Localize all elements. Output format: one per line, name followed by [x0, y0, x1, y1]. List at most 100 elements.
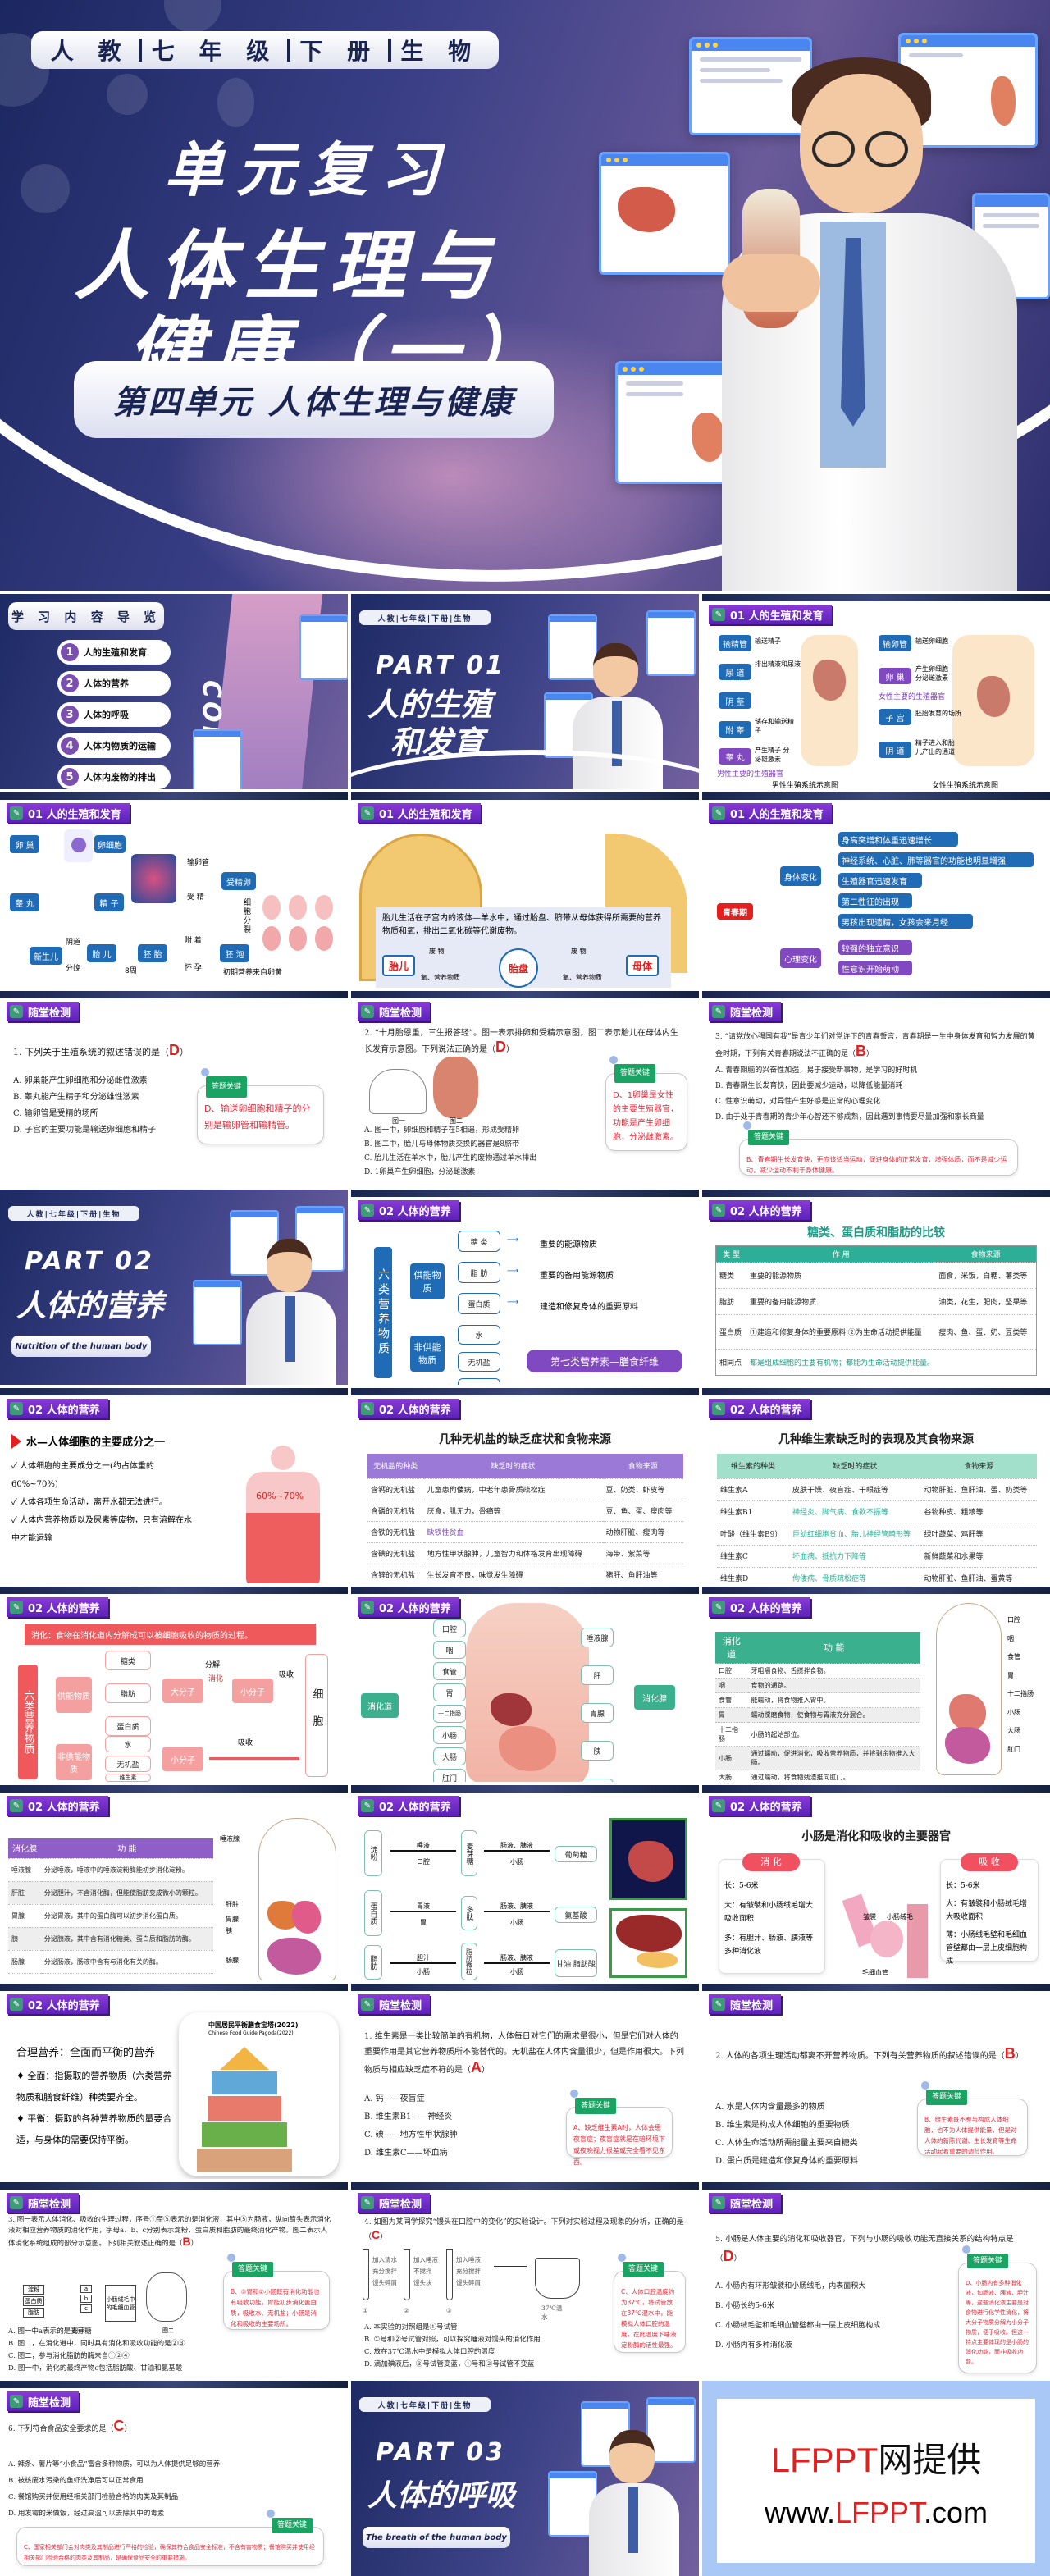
slide-balanced-nutrition[interactable]: ✎02 人体的营养 合理营养：全面而平衡的营养 ♦ 全面：指摄取的营养物质（六类… [0, 1984, 348, 2179]
option-d: D. 滴加碘液后，③号试管变蓝，①号和②号试管不变蓝 [364, 2360, 535, 2368]
contents-item-label: 人的生殖和发育 [84, 647, 147, 658]
slide-quiz-3[interactable]: ✎随堂检测 3. “请党放心强国有我”是青少年们对党许下的青春誓言，青春期是一生… [702, 991, 1050, 1186]
credit-website-link[interactable]: www.LFPPT.com [764, 2495, 988, 2529]
option-a: A. 图一中，卵细胞和精子在5相遇，形成受精卵 [364, 1126, 519, 1135]
slide-tract-table[interactable]: ✎02 人体的营养 消化道功 能 口腔牙咀嚼食物、舌搅拌食物。 咽食物的通路。 … [702, 1587, 1050, 1782]
stomach-icon [692, 413, 724, 462]
nutrient-item: 水 [105, 1736, 151, 1752]
bullet-item: ✓ 人体细胞的主要成分之一(约占体重的60%~70%) [11, 1462, 154, 1489]
option-c: C. 输卵管是受精的场所 [13, 1109, 98, 1118]
oxygen-label: 氧、营养物质 [421, 974, 460, 981]
slide-quiz-n1[interactable]: ✎随堂检测 1. 维生素是一类比较简单的有机物，人体每日对它们的需求量很小，但是… [351, 1984, 699, 2179]
nutrient-item: 水 [458, 1325, 500, 1345]
option-a: A. 图一中a表示的是麦芽糖 [8, 2327, 92, 2336]
slide-water[interactable]: ✎02 人体的营养 水—人体细胞的主要成分之一 ✓ 人体细胞的主要成分之一(约占… [0, 1388, 348, 1583]
slide-gland-table[interactable]: ✎02 人体的营养 消化腺功 能 唾液腺分泌唾液，唾液中的唾液淀粉酶能初步消化淀… [0, 1785, 348, 1980]
slide-part01[interactable]: 人教|七年级|下册|生物 PART 01 人的生殖和发育 [351, 594, 699, 789]
slide-quiz-2[interactable]: ✎随堂检测 2. “十月胎恩重，三生报答轻”。图一表示排卵和受精示意图，图二表示… [351, 991, 699, 1186]
slide-puberty[interactable]: ✎01 人的生殖和发育 青春期 身体变化 身高突增和体重迅速增长 神经系统、心脏… [702, 792, 1050, 988]
process-mid: 麦芽糖 [461, 1830, 477, 1876]
digest-point: 大：有皱襞和小肠绒毛增大吸收面积 [724, 1902, 814, 1923]
body-change-item: 神经系统、心脏、肺等器官的功能也明显增强 [838, 852, 1034, 867]
option-d: D. 蛋白质是建造和修复身体的重要原料 [715, 2157, 859, 2166]
root-node: 六类营养物质 [18, 1665, 38, 1779]
organ-labels: 口腔咽食管胃十二指肠小肠大肠肛门 [1007, 1616, 1034, 1753]
flow-edge: 8周 [125, 967, 137, 975]
answer-key-text: D、输送卵细胞和精子的分别是输卵管和输精管。 [204, 1103, 311, 1130]
runner-icon: ✎ [712, 1005, 725, 1018]
section-header-label: 01 人的生殖和发育 [379, 808, 472, 821]
slide-quiz-1[interactable]: ✎随堂检测 1. 下列关于生殖系统的叙述错误的是（D） A. 卵巢能产生卵细胞和… [0, 991, 348, 1186]
section-header-label: 随堂检测 [28, 1007, 71, 1020]
option-d: D. 用发霉的米做饭，经过高温可以去除其中的毒素 [8, 2510, 165, 2518]
slide-reproductive-organs[interactable]: ✎01 人的生殖和发育 输精管 输送精子 尿 道 排出精液和尿液 阴 茎 附 睾… [702, 594, 1050, 789]
flow-node: 胚 胎 [138, 944, 167, 962]
number-badge: 5 [61, 768, 79, 786]
slide-comparison-table[interactable]: ✎02 人体的营养 糖类、蛋白质和脂肪的比较 类 型作 用食物来源 糖类重要的能… [702, 1190, 1050, 1385]
slide-quiz-n4[interactable]: ✎随堂检测 4. 如图为某同学探究“馒头在口腔中的变化”的实验设计。下列对实验过… [351, 2182, 699, 2377]
figure-2-caption: 图二 [450, 1117, 463, 1125]
option-b: B. 维生素是构成人体细胞的重要物质 [715, 2121, 850, 2130]
slide-quiz-n3[interactable]: ✎随堂检测 3. 图一表示人体消化、吸收的生理过程，序号①至⑤表示的是消化液，其… [0, 2182, 348, 2377]
slide-part02[interactable]: 人教|七年级|下册|生物 PART 02 人体的营养 Nutrition of … [0, 1190, 348, 1385]
male-diagram-caption: 男性生殖系统示意图 [772, 782, 839, 789]
floating-window-decoration [193, 1280, 242, 1345]
pagoda-tier [212, 2071, 277, 2094]
organ-function: 储存和输送精子 [755, 718, 794, 734]
answer-key-label: 答题关键 [266, 2510, 313, 2533]
table-row: 叶酸（维生素B9）巨幼红细胞贫血、胎儿神经管畸形等绿叶蔬菜、鸡肝等 [717, 1523, 1037, 1546]
slide-small-intestine[interactable]: ✎02 人体的营养 小肠是消化和吸收的主要器官 消 化 长：5-6米 大：有皱襞… [702, 1785, 1050, 1980]
course-tagline: 人教|七年级|下册|生物 [359, 2397, 491, 2412]
table-row: 肠腺分泌肠液，肠液中含有与消化有关的酶。 [8, 1950, 213, 1974]
placenta-text: 胎儿生活在子宫内的液体—羊水中，通过胎盘、脐带从母体获得所需要的营养物质和氧，排… [382, 914, 661, 936]
slide-fertilization[interactable]: ✎01 人的生殖和发育 卵 巢 卵细胞 输卵管 受精卵 受 精 睾 丸 精 子 … [0, 792, 348, 988]
slide-quiz-n6[interactable]: ✎随堂检测 6. 下列符合食品安全要求的是（C） A. 辣条、薯片等“小食品”富… [0, 2381, 348, 2576]
nutrient-desc: 建造和修复身体的重要原料 [540, 1303, 638, 1312]
small-molecule: 小分子 [232, 1679, 273, 1703]
slide-part03[interactable]: 人教|七年级|下册|生物 PART 03 人体的呼吸 The breath of… [351, 2381, 699, 2576]
slide-digestion-flow[interactable]: ✎02 人体的营养 消化：食物在消化道内分解成可以被细胞吸收的物质的过程。 六类… [0, 1587, 348, 1782]
slide-lfppt-credit[interactable]: LFPPT网提供 www.LFPPT.com [702, 2381, 1050, 2576]
slide-quiz-n2[interactable]: ✎随堂检测 2. 人体的各项生理活动都离不开营养物质。下列有关营养物质的叙述错误… [702, 1984, 1050, 2179]
section-header: ✎02 人体的营养 [709, 1796, 810, 1816]
slide-minerals-table[interactable]: ✎02 人体的营养 几种无机盐的缺乏症状和食物来源 无机盐的种类缺乏时的症状食物… [351, 1388, 699, 1583]
tract-list: 口腔 咽 食管 胃 十二指肠 小肠 大肠 肛门 [433, 1619, 466, 1782]
question-text: 3. “请党放心强国有我”是青少年们对党许下的青春誓言，青春期是一生中身体发育和… [715, 1033, 1035, 1059]
molecule-decoration [107, 74, 148, 115]
fertilization-image [131, 854, 176, 903]
gland-node: 消化腺 [634, 1685, 675, 1710]
answer-key-label: 答题关键 [226, 2254, 274, 2277]
section-header: ✎随堂检测 [7, 2391, 80, 2411]
mind-change-item: 性意识开始萌动 [838, 961, 912, 975]
question-text: 1. 下列关于生殖系统的叙述错误的是（D） [13, 1042, 189, 1058]
organ-label: 尿 道 [719, 664, 751, 680]
course-tagline: 人 教 七 年 级 下 册 生 物 [31, 31, 499, 69]
flow-node: 胚 泡 [220, 944, 249, 962]
slide-digestion-process[interactable]: ✎02 人体的营养 淀粉 唾液 口腔 麦芽糖 肠液、胰液 小肠 葡萄糖 蛋白质 … [351, 1785, 699, 1980]
slide-six-nutrients[interactable]: ✎02 人体的营养 六类营养物质 供能物质 非供能物质 糖 类 ⟶ 重要的能源物… [351, 1190, 699, 1385]
section-header: ✎02 人体的营养 [358, 1796, 459, 1816]
pen-icon: ✎ [10, 1601, 23, 1614]
nutrient-item: 维生素 [105, 1774, 151, 1782]
slide-vitamins-table[interactable]: ✎02 人体的营养 几种维生素缺乏时的表现及其食物来源 维生素的种类缺乏时的症状… [702, 1388, 1050, 1583]
location-label: 小肠 [510, 1858, 523, 1866]
section-header: ✎02 人体的营养 [7, 1994, 108, 2014]
slide-digestive-system[interactable]: ✎02 人体的营养 消化道 口腔 咽 食管 胃 十二指肠 小肠 大肠 肛门 唾液… [351, 1587, 699, 1782]
slide-placenta[interactable]: ✎01 人的生殖和发育 胎儿生活在子宫内的液体—羊水中，通过胎盘、脐带从母体获得… [351, 792, 699, 988]
decompose-label: 分解 [205, 1661, 221, 1669]
table-row: 小肠通过蠕动，促进消化，吸收营养物质，并将剩余物推入大肠。 [715, 1746, 920, 1770]
flow-node: 卵 巢 [10, 835, 39, 853]
enzyme-label: 胃液 [390, 1902, 456, 1912]
part-title: 人的生殖和发育 [368, 686, 492, 761]
doctor-avatar [230, 1222, 348, 1385]
slide-quiz-n5[interactable]: ✎随堂检测 5. 小肠是人体主要的消化和吸收器官，下列与小肠的吸收功能无直接关系… [702, 2182, 1050, 2377]
flow-edge: 附 着 [185, 937, 202, 945]
liver-icon [618, 187, 675, 232]
